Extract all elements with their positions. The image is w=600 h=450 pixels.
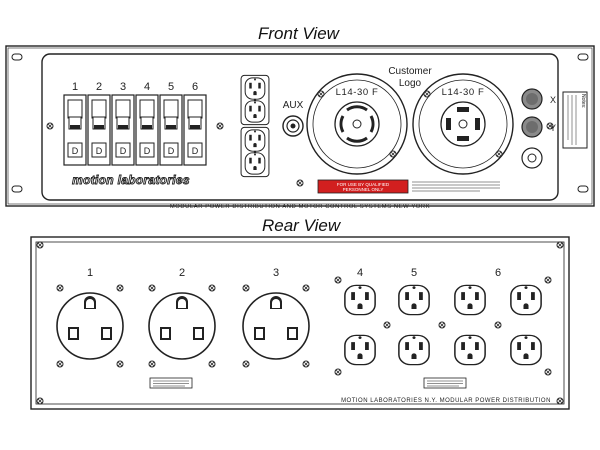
rear-footer: MOTION LABORATORIES N.Y. MODULAR POWER D…: [341, 398, 551, 404]
breaker-letter: D: [192, 146, 199, 156]
front-footer: MODULAR POWER DISTRIBUTION AND MOTOR CON…: [170, 204, 430, 210]
rear-duplex-outlet[interactable]: [454, 284, 486, 316]
circuit-breaker-6[interactable]: D: [183, 94, 207, 166]
rear-duplex-outlet[interactable]: [454, 334, 486, 366]
rack-slot: [577, 53, 589, 61]
breaker-letter: D: [144, 146, 151, 156]
brand-logo: motion laboratories: [72, 173, 190, 187]
breaker-letter: D: [96, 146, 103, 156]
front-bnc-connector[interactable]: [521, 147, 543, 169]
front-duplex-lower[interactable]: [241, 127, 269, 176]
breaker-number: 6: [192, 81, 198, 93]
aux-label: AUX: [283, 100, 304, 111]
rear-corner-screw: [556, 241, 564, 249]
side-label-text: Notes:: [580, 94, 586, 108]
warning-label-line2: PERSONNEL ONLY: [343, 187, 384, 192]
indicator-lamp-x: [521, 88, 543, 110]
panel-screw: [46, 122, 54, 130]
breaker-letter: D: [72, 146, 79, 156]
rear-outlet-number: 1: [87, 267, 93, 279]
twist-lock-receptacle-1[interactable]: [306, 73, 408, 175]
breaker-number: 2: [96, 81, 102, 93]
breaker-number: 5: [168, 81, 174, 93]
rear-corner-screw: [36, 397, 44, 405]
rear-rating-label-1: [149, 377, 193, 389]
breaker-numbers: 1 2 3 4 5 6: [72, 81, 198, 93]
rear-duplex-outlet[interactable]: [344, 284, 376, 316]
front-duplex-upper[interactable]: [241, 75, 269, 124]
indicator-y-label: Y: [550, 123, 556, 133]
circuit-breaker-4[interactable]: D: [135, 94, 159, 166]
rear-outlet-number: 5: [411, 267, 417, 279]
rack-slot: [11, 185, 23, 193]
customer-logo-line1: Customer: [388, 66, 432, 77]
twist-lock-label-2: L14-30 F: [442, 87, 485, 98]
warning-label: FOR USE BY QUALIFIED PERSONNEL ONLY: [317, 179, 409, 194]
rear-corner-screw: [36, 241, 44, 249]
rear-duplex-outlet[interactable]: [344, 334, 376, 366]
aux-connector[interactable]: [282, 115, 304, 137]
twist-lock-label-1: L14-30 F: [336, 87, 379, 98]
breaker-number: 4: [144, 81, 150, 93]
breaker-number: 1: [72, 81, 78, 93]
caution-text-block: [412, 181, 500, 192]
side-info-label: Notes:: [562, 91, 588, 149]
circuit-breaker-3[interactable]: D: [111, 94, 135, 166]
indicator-x-label: X: [550, 95, 556, 105]
customer-logo-line2: Logo: [399, 78, 422, 89]
breaker-letter: D: [120, 146, 127, 156]
rear-duplex-outlet[interactable]: [510, 334, 542, 366]
panel-screw: [216, 122, 224, 130]
warning-label-line1: FOR USE BY QUALIFIED: [337, 182, 390, 187]
breaker-bank: D D D D D D: [63, 94, 207, 166]
twist-lock-receptacle-2[interactable]: [412, 73, 514, 175]
rear-rating-label-2: [423, 377, 467, 389]
circuit-breaker-1[interactable]: D: [63, 94, 87, 166]
rack-slot: [11, 53, 23, 61]
panel-screw: [296, 179, 304, 187]
rear-outlet-number: 3: [273, 267, 279, 279]
rear-outlet-number: 2: [179, 267, 185, 279]
circuit-breaker-5[interactable]: D: [159, 94, 183, 166]
rear-corner-screw: [556, 397, 564, 405]
rack-slot: [577, 185, 589, 193]
rear-outlet-number: 6: [495, 267, 501, 279]
breaker-letter: D: [168, 146, 175, 156]
rear-outlet-numbers: 1 2 3 4 5 6: [87, 267, 501, 279]
indicator-lamp-y: [521, 116, 543, 138]
rear-duplex-outlet[interactable]: [398, 334, 430, 366]
rear-duplex-outlet[interactable]: [398, 284, 430, 316]
breaker-number: 3: [120, 81, 126, 93]
circuit-breaker-2[interactable]: D: [87, 94, 111, 166]
rear-inner-border: [35, 241, 565, 405]
rear-view-title: Rear View: [262, 216, 341, 235]
rear-duplex-outlet[interactable]: [510, 284, 542, 316]
rear-outlet-number: 4: [357, 267, 363, 279]
front-view-title: Front View: [258, 24, 339, 43]
